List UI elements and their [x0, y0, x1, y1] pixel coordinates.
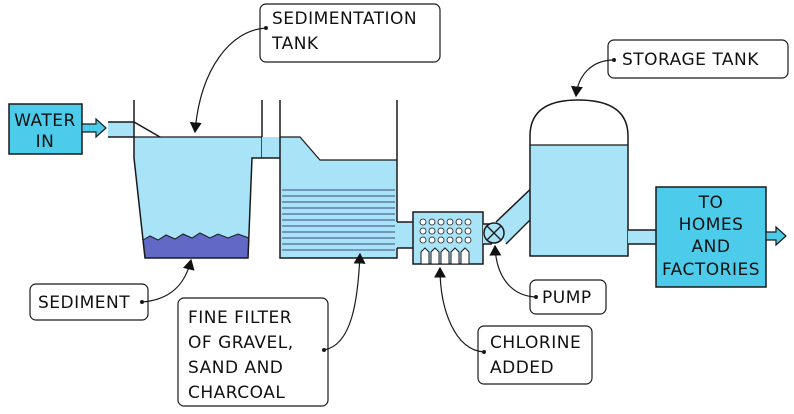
fine-filter-label: FINE FILTER OF GRAVEL, SAND AND CHARCOAL [177, 297, 329, 407]
storage-tank-label: STORAGE TANK [607, 39, 789, 79]
fine-filter-line-1: FINE FILTER [188, 308, 292, 328]
fine-filter-pointer [323, 252, 366, 351]
fine-filter-line-3: SAND AND [188, 358, 283, 378]
filter-layers [282, 189, 395, 251]
chlorine-pointer [434, 266, 485, 353]
storage-tank-pointer [570, 59, 615, 98]
to-homes-box: TO HOMES AND FACTORIES [655, 186, 767, 288]
pump-pointer [489, 244, 537, 298]
fine-filter-line-4: CHARCOAL [188, 383, 285, 403]
chlorine-line-1: CHLORINE [490, 333, 581, 353]
pump-label: PUMP [529, 279, 607, 315]
chlorine-bubbles [419, 218, 472, 244]
storage-tank [529, 99, 629, 257]
chlorine-line-2: ADDED [490, 358, 554, 378]
chlorine-nozzles [420, 247, 470, 265]
pump-icon [483, 222, 505, 244]
to-homes-line-2: HOMES [679, 215, 744, 235]
filter-tank [279, 100, 398, 259]
fine-filter-line-2: OF GRAVEL, [188, 333, 294, 353]
outlet-arrow [765, 225, 787, 247]
inlet-arrow [81, 117, 107, 139]
pump-text: PUMP [542, 288, 592, 308]
sedimentation-label: SEDIMENTATION TANK [259, 3, 441, 63]
sedimentation-tank [108, 100, 263, 259]
to-homes-line-1: TO [698, 193, 724, 213]
sediment-text: SEDIMENT [38, 293, 130, 313]
connecting-pipe-1 [262, 137, 280, 158]
sedimentation-pointer [189, 27, 267, 134]
water-in-box: WATER IN [8, 103, 83, 155]
sedimentation-line-2: TANK [271, 34, 319, 54]
sediment-label: SEDIMENT [29, 283, 149, 321]
chlorine-label: CHLORINE ADDED [477, 325, 593, 385]
to-homes-line-3: AND [692, 237, 731, 257]
filter-outlet-pipe [397, 222, 415, 248]
sediment-pointer [141, 258, 195, 303]
to-homes-line-4: FACTORIES [662, 260, 760, 280]
sedimentation-line-1: SEDIMENTATION [272, 9, 417, 29]
water-in-line-2: IN [36, 132, 55, 152]
water-in-line-1: WATER [14, 111, 76, 131]
storage-outlet-pipe [628, 230, 656, 244]
storage-tank-text: STORAGE TANK [622, 50, 759, 70]
chlorine-chamber [412, 211, 484, 265]
